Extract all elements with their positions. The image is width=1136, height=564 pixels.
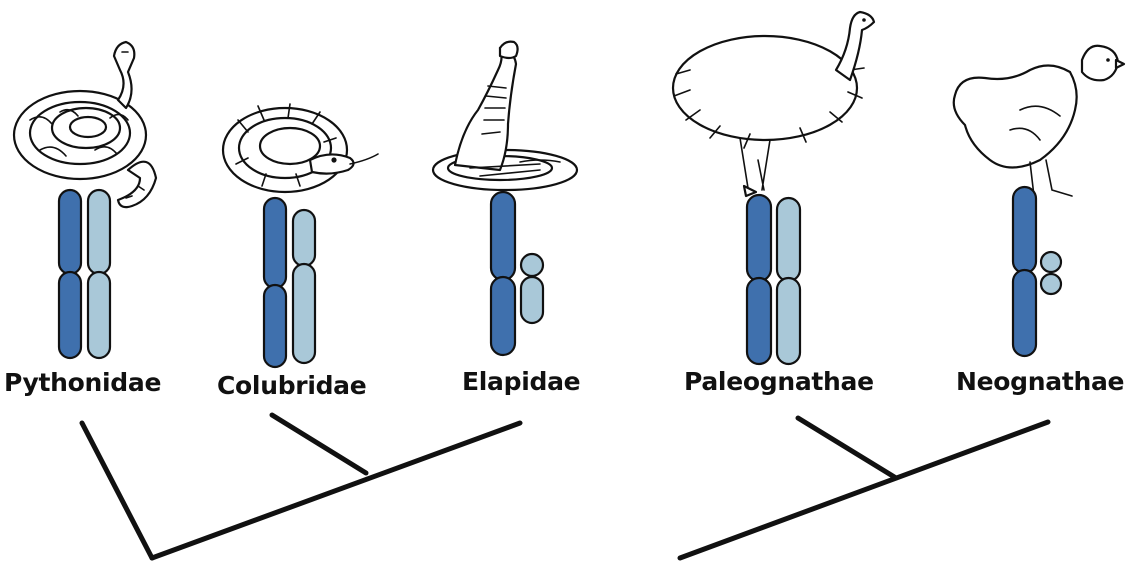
z-chromosome-upper [59, 190, 81, 274]
branch-root-elapidae [152, 423, 520, 558]
w-chromosome-lower [1041, 274, 1061, 294]
karyotype-pythonidae [59, 190, 110, 358]
chicken-icon [954, 46, 1124, 204]
karyotype-neognathae [1013, 187, 1061, 356]
karyotype-colubridae [264, 198, 315, 367]
z-chromosome-lower [59, 272, 81, 358]
w-chromosome-lower [777, 278, 800, 364]
branch-paleognathae [798, 418, 896, 478]
branch-colubridae [272, 415, 366, 473]
label-elapidae: Elapidae [462, 367, 580, 396]
label-colubridae: Colubridae [217, 371, 366, 400]
bird-tree [680, 418, 1048, 558]
branch-root-neognathae [680, 422, 1048, 558]
z-chromosome-lower [1013, 270, 1036, 356]
w-chromosome-upper [293, 210, 315, 266]
w-chromosome-upper [1041, 252, 1061, 272]
w-chromosome-lower [88, 272, 110, 358]
label-pythonidae: Pythonidae [4, 368, 161, 397]
python-icon [14, 42, 156, 207]
z-chromosome-lower [747, 278, 771, 364]
w-chromosome-lower [293, 264, 315, 363]
z-chromosome-lower [264, 285, 286, 367]
snake-tree [82, 415, 520, 558]
label-paleognathae: Paleognathae [684, 367, 874, 396]
emu-icon [673, 12, 874, 196]
w-chromosome-upper [521, 254, 543, 276]
z-chromosome-upper [1013, 187, 1036, 273]
w-chromosome-lower [521, 277, 543, 323]
branch-root-pythonidae [82, 423, 152, 558]
z-chromosome-lower [491, 277, 515, 355]
colubrid-snake-icon [223, 104, 378, 192]
z-chromosome-upper [491, 192, 515, 280]
cobra-icon [433, 42, 577, 190]
z-chromosome-upper [747, 195, 771, 281]
karyotype-elapidae [491, 192, 543, 355]
w-chromosome-upper [777, 198, 800, 281]
z-chromosome-upper [264, 198, 286, 288]
karyotype-paleognathae [747, 195, 800, 364]
label-neognathae: Neognathae [956, 367, 1124, 396]
w-chromosome-upper [88, 190, 110, 274]
